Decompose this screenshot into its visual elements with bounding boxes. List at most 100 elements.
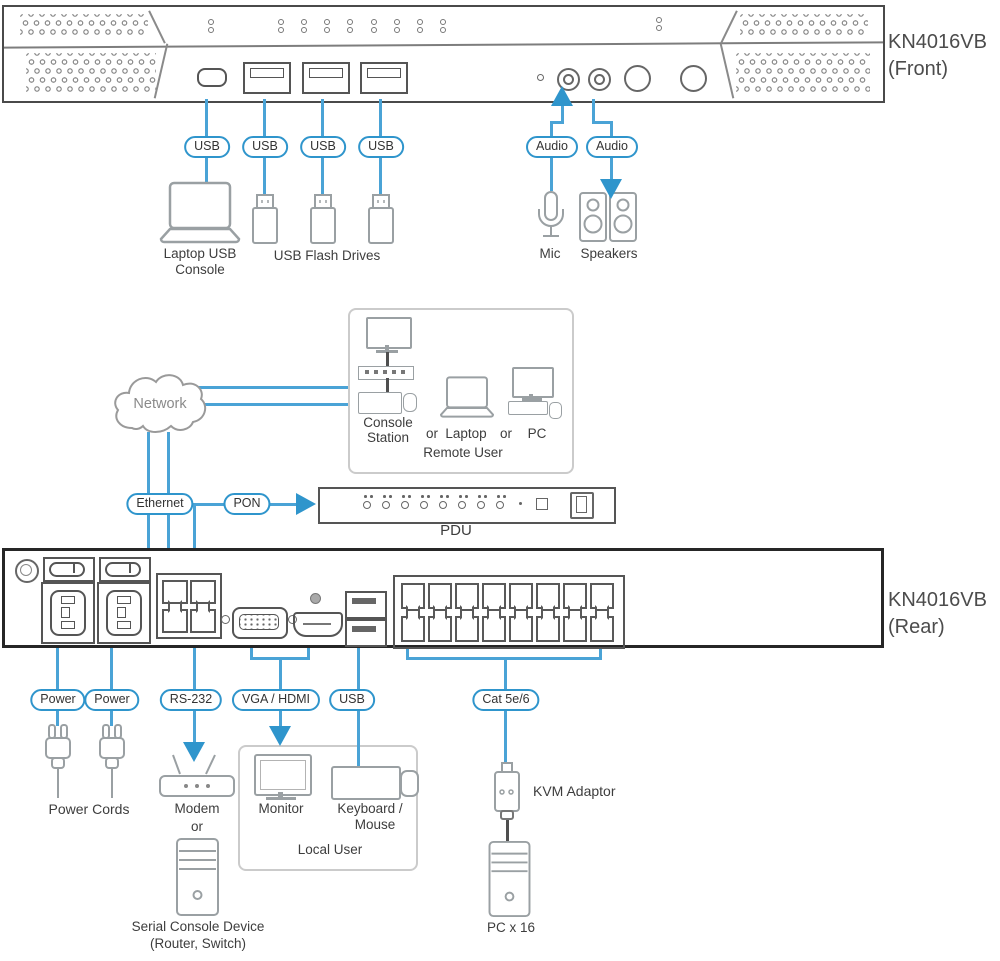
monitor-base [376, 350, 398, 353]
kvm-port[interactable] [590, 583, 614, 609]
power-switch[interactable] [43, 557, 95, 582]
remote-laptop-caption: Laptop [445, 426, 487, 441]
led-indicator [208, 19, 214, 33]
cable [205, 403, 348, 406]
kvm-port[interactable] [428, 616, 452, 642]
pdu-box [318, 487, 616, 524]
audio-jack-inner [594, 74, 605, 85]
usb-port[interactable] [345, 619, 387, 647]
power-label-pill: Power [30, 689, 86, 711]
usb-port[interactable] [243, 62, 291, 94]
hdmi-port[interactable] [293, 612, 343, 637]
pdu-outlet [381, 495, 395, 513]
kvm-port[interactable] [563, 616, 587, 642]
led-indicator [371, 19, 377, 33]
network-cloud [114, 374, 207, 433]
mic-caption: Mic [539, 246, 561, 261]
cat-label-pill: Cat 5e/6 [472, 689, 540, 711]
kvm-port-block [393, 575, 625, 649]
mini-usb-port[interactable] [197, 68, 227, 87]
kvm-port[interactable] [509, 583, 533, 609]
vga-port[interactable] [232, 607, 288, 639]
lan-port[interactable] [190, 580, 216, 604]
cable [193, 503, 225, 506]
vga-screw [221, 615, 230, 624]
kvm-port[interactable] [536, 583, 560, 609]
monitor-base [522, 398, 542, 401]
power-socket[interactable] [41, 582, 95, 644]
vent-grille [20, 14, 148, 38]
laptop-caption: Console [175, 262, 225, 277]
power-switch[interactable] [99, 557, 151, 582]
model-name: KN4016VB [888, 589, 987, 611]
mouse-icon [549, 402, 562, 419]
usb-tongue [309, 68, 343, 78]
power-plug-icon [99, 724, 125, 798]
pdu-outlet [457, 495, 471, 513]
kvm-port[interactable] [401, 583, 425, 609]
keyboard-icon [358, 392, 402, 414]
kvm-port[interactable] [401, 616, 425, 642]
lan-port[interactable] [162, 609, 188, 633]
power-cords-caption: Power Cords [48, 801, 130, 817]
panel-button[interactable] [624, 65, 651, 92]
audio-label-pill: Audio [526, 136, 578, 158]
usb-tongue [367, 68, 401, 78]
kvm-port[interactable] [482, 616, 506, 642]
kvm-port[interactable] [455, 616, 479, 642]
status-led [310, 593, 321, 604]
flash-drive-icon [310, 194, 336, 244]
console-station-caption: Console [363, 415, 413, 430]
lan-port[interactable] [190, 609, 216, 633]
server-tower-icon [176, 838, 219, 916]
front-panel [2, 5, 885, 103]
cable [269, 503, 297, 506]
lan-port[interactable] [162, 580, 188, 604]
usb-label-pill: USB [358, 136, 404, 158]
keyboard-caption: Mouse [354, 817, 396, 832]
cable [147, 432, 150, 616]
power-socket[interactable] [97, 582, 151, 644]
kvm-port[interactable] [590, 616, 614, 642]
power-plug-icon [45, 724, 71, 798]
kvm-port[interactable] [509, 616, 533, 642]
kvm-port[interactable] [428, 583, 452, 609]
socket-pin [117, 621, 131, 629]
kvm-port[interactable] [563, 583, 587, 609]
kvm-port[interactable] [455, 583, 479, 609]
serial-device-caption: (Router, Switch) [149, 936, 247, 951]
kvm-port[interactable] [482, 583, 506, 609]
panel-seam [719, 43, 735, 99]
panel-button[interactable] [680, 65, 707, 92]
usb-port[interactable] [302, 62, 350, 94]
panel-seam [720, 10, 738, 44]
network-caption: Network [133, 396, 187, 412]
keyboard-icon [508, 401, 548, 415]
monitor-icon [366, 317, 412, 349]
reset-pinhole [537, 74, 544, 81]
monitor-stand [529, 394, 533, 398]
pdu-button[interactable] [536, 498, 548, 510]
cable [504, 657, 507, 767]
ethernet-label-pill: Ethernet [126, 493, 194, 515]
serial-device-caption: Serial Console Device [131, 919, 265, 934]
monitor-stand [385, 345, 389, 350]
led-indicator [278, 19, 284, 33]
socket-pin [117, 596, 131, 604]
view-name: (Rear) [888, 616, 945, 638]
pdu-outlet [419, 495, 433, 513]
pdu-caption: PDU [440, 522, 472, 539]
cable [592, 99, 595, 124]
kvm-port[interactable] [536, 616, 560, 642]
rear-panel [2, 548, 884, 649]
usb-port[interactable] [345, 591, 387, 619]
cable [110, 642, 113, 726]
arrow-down [600, 179, 622, 199]
pdu-outlet [400, 495, 414, 513]
pdu-outlet [495, 495, 509, 513]
usb-port[interactable] [360, 62, 408, 94]
cable-dark [386, 378, 389, 392]
pdu-outlet [362, 495, 376, 513]
modem-caption: Modem [174, 801, 220, 816]
led-indicator [394, 19, 400, 33]
